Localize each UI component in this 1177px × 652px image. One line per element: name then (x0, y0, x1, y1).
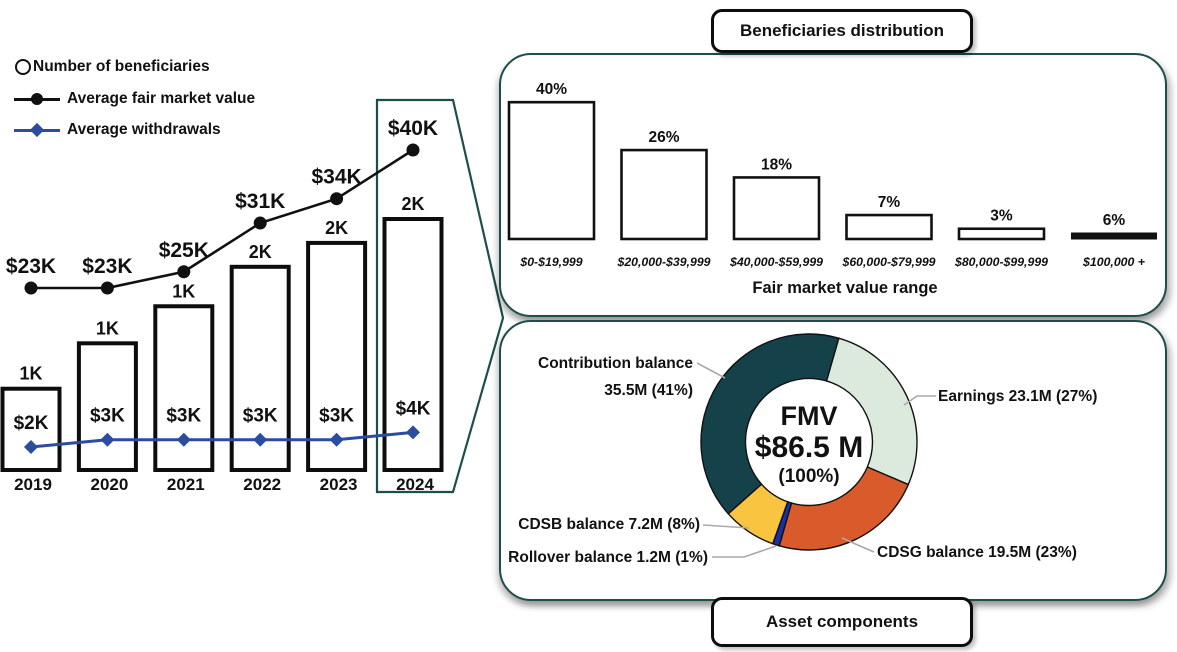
fmv-point (253, 216, 267, 230)
withdrawals-point (406, 425, 420, 440)
fmv-point (100, 281, 114, 295)
legend-item-fmv: Average fair market value (14, 90, 255, 108)
withdrawals-point (253, 432, 268, 447)
withdrawals-line (30, 430, 414, 449)
fmv-value-label: $23K (6, 255, 56, 278)
line-diamond-icon (14, 122, 60, 138)
year-axis-label: 2021 (167, 475, 205, 494)
donut-label-cdsg: CDSG balance 19.5M (23%) (877, 544, 1077, 561)
fmv-line (31, 148, 414, 290)
withdrawals-value-label: $3K (319, 406, 354, 427)
fmv-value-label: $40K (388, 117, 438, 140)
beneficiaries-bar-value-label: 2K (325, 218, 348, 238)
asset-components-title-tab: Asset components (711, 597, 973, 647)
withdrawals-value-label: $3K (243, 406, 278, 427)
legend-label: Average fair market value (67, 90, 256, 107)
withdrawals-value-label: $4K (396, 398, 431, 419)
year-axis-label: 2020 (90, 475, 128, 494)
fmv-value-label: $23K (82, 255, 132, 278)
beneficiaries-bar-value-label: 1K (172, 281, 195, 301)
panel-title: Asset components (765, 612, 919, 631)
beneficiaries-bar (0, 386, 62, 473)
donut-center-value: $86.5 M (754, 431, 864, 464)
beneficiaries-bar (229, 264, 291, 472)
open-circle-icon (15, 59, 31, 75)
beneficiaries-bar (382, 217, 444, 472)
year-axis-label: 2024 (396, 475, 434, 494)
beneficiaries-bar-value-label: 1K (19, 364, 42, 384)
beneficiaries-bar-value-label: 1K (96, 318, 119, 338)
line-dot-icon (14, 92, 60, 106)
legend-item-withdrawals: Average withdrawals (14, 121, 221, 139)
fmv-point (330, 192, 344, 206)
fmv-value-label: $34K (311, 166, 361, 189)
legend-item-beneficiaries: Number of beneficiaries (15, 58, 210, 76)
highlight-callout-outline (375, 98, 505, 494)
donut-label-rollover: Rollover balance 1.2M (1%) (508, 549, 708, 566)
donut-center-pct: (100%) (778, 466, 840, 487)
year-axis-label: 2019 (14, 475, 52, 494)
legend-label: Average withdrawals (67, 121, 221, 138)
donut-label-earnings: Earnings 23.1M (27%) (938, 388, 1098, 405)
withdrawals-point (100, 432, 115, 447)
year-axis-label: 2022 (243, 475, 281, 494)
fmv-value-label: $25K (159, 239, 209, 262)
beneficiaries-distribution-title-tab: Beneficiaries distribution (711, 9, 973, 53)
panel-title: Beneficiaries distribution (739, 21, 945, 40)
beneficiaries-bar-value-label: 2K (401, 194, 424, 214)
donut-label-cdsb: CDSB balance 7.2M (8%) (518, 516, 700, 533)
withdrawals-point (24, 440, 38, 454)
fmv-point (177, 265, 191, 279)
withdrawals-point (176, 432, 191, 447)
fmv-point (24, 281, 38, 295)
year-axis-label: 2023 (320, 475, 358, 494)
legend-label: Number of beneficiaries (33, 58, 210, 75)
donut-label-contribution: Contribution balance 35.5M (41%) (538, 355, 693, 399)
donut-center-title: FMV (780, 401, 838, 431)
withdrawals-point (329, 432, 344, 447)
fmv-point (406, 143, 420, 157)
fmv-value-label: $31K (235, 190, 285, 213)
beneficiaries-bar (153, 304, 215, 472)
beneficiaries-distribution-panel (499, 53, 1167, 317)
distribution-xaxis-label: Fair market value range (752, 279, 938, 297)
beneficiaries-bar (76, 341, 138, 472)
withdrawals-value-label: $3K (166, 406, 201, 427)
beneficiaries-bar-value-label: 2K (249, 242, 272, 262)
withdrawals-value-label: $3K (90, 406, 125, 427)
withdrawals-value-label: $2K (14, 413, 49, 434)
beneficiaries-bar (306, 240, 368, 472)
